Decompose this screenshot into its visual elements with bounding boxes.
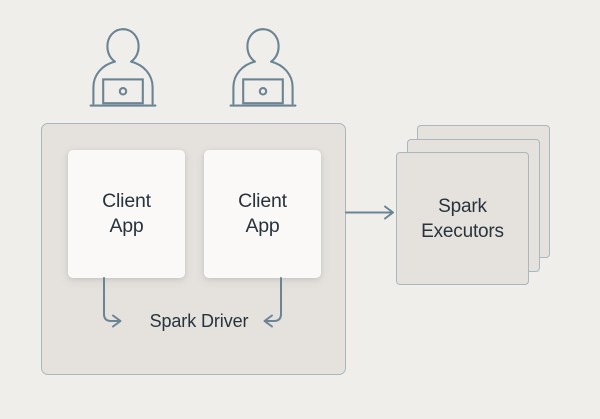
arrowhead-driver-to-executors xyxy=(384,205,394,220)
spark-executor-card-front[interactable]: Spark Executors xyxy=(396,152,529,285)
spark-driver-label: Spark Driver xyxy=(149,311,249,331)
client-app-card[interactable]: Client App xyxy=(204,150,321,278)
client-app-label-line2: App xyxy=(245,215,280,237)
client-app-card[interactable]: Client App xyxy=(68,150,185,278)
spark-executors-label-line2: Executors xyxy=(421,220,504,242)
person-at-laptop-icon xyxy=(86,26,160,110)
client-app-label-line1: Client xyxy=(102,190,151,212)
client-app-label-line1: Client xyxy=(238,190,287,212)
spark-executors-label-line1: Spark xyxy=(438,195,487,217)
person-at-laptop-icon xyxy=(226,26,300,110)
client-app-label-line2: App xyxy=(109,215,144,237)
